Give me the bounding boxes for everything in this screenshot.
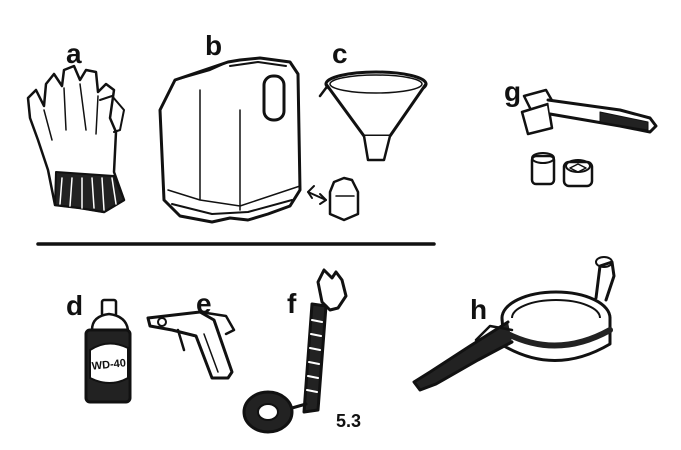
work-gloves-icon xyxy=(26,64,126,214)
label-g: g xyxy=(504,76,522,107)
spray-can-icon xyxy=(84,298,132,404)
ratchet-and-sockets-icon xyxy=(520,88,658,188)
can-label-group: WD-40 xyxy=(91,357,126,373)
label-e: e xyxy=(196,288,212,319)
label-h: h xyxy=(470,294,488,325)
adjustable-wrench-icon xyxy=(242,268,348,434)
label-a: a xyxy=(66,38,82,69)
funnel-icon xyxy=(318,70,428,162)
can-label-text: WD-40 xyxy=(91,357,126,373)
figure-number: 5.3 xyxy=(336,411,362,431)
label-f: f xyxy=(287,288,297,319)
air-blow-gun-icon xyxy=(146,310,236,380)
plastic-jug-icon xyxy=(158,56,360,224)
label-b: b xyxy=(205,30,223,61)
oil-filter-wrench-icon xyxy=(412,256,616,392)
label-d: d xyxy=(66,290,84,321)
label-c: c xyxy=(332,38,348,69)
